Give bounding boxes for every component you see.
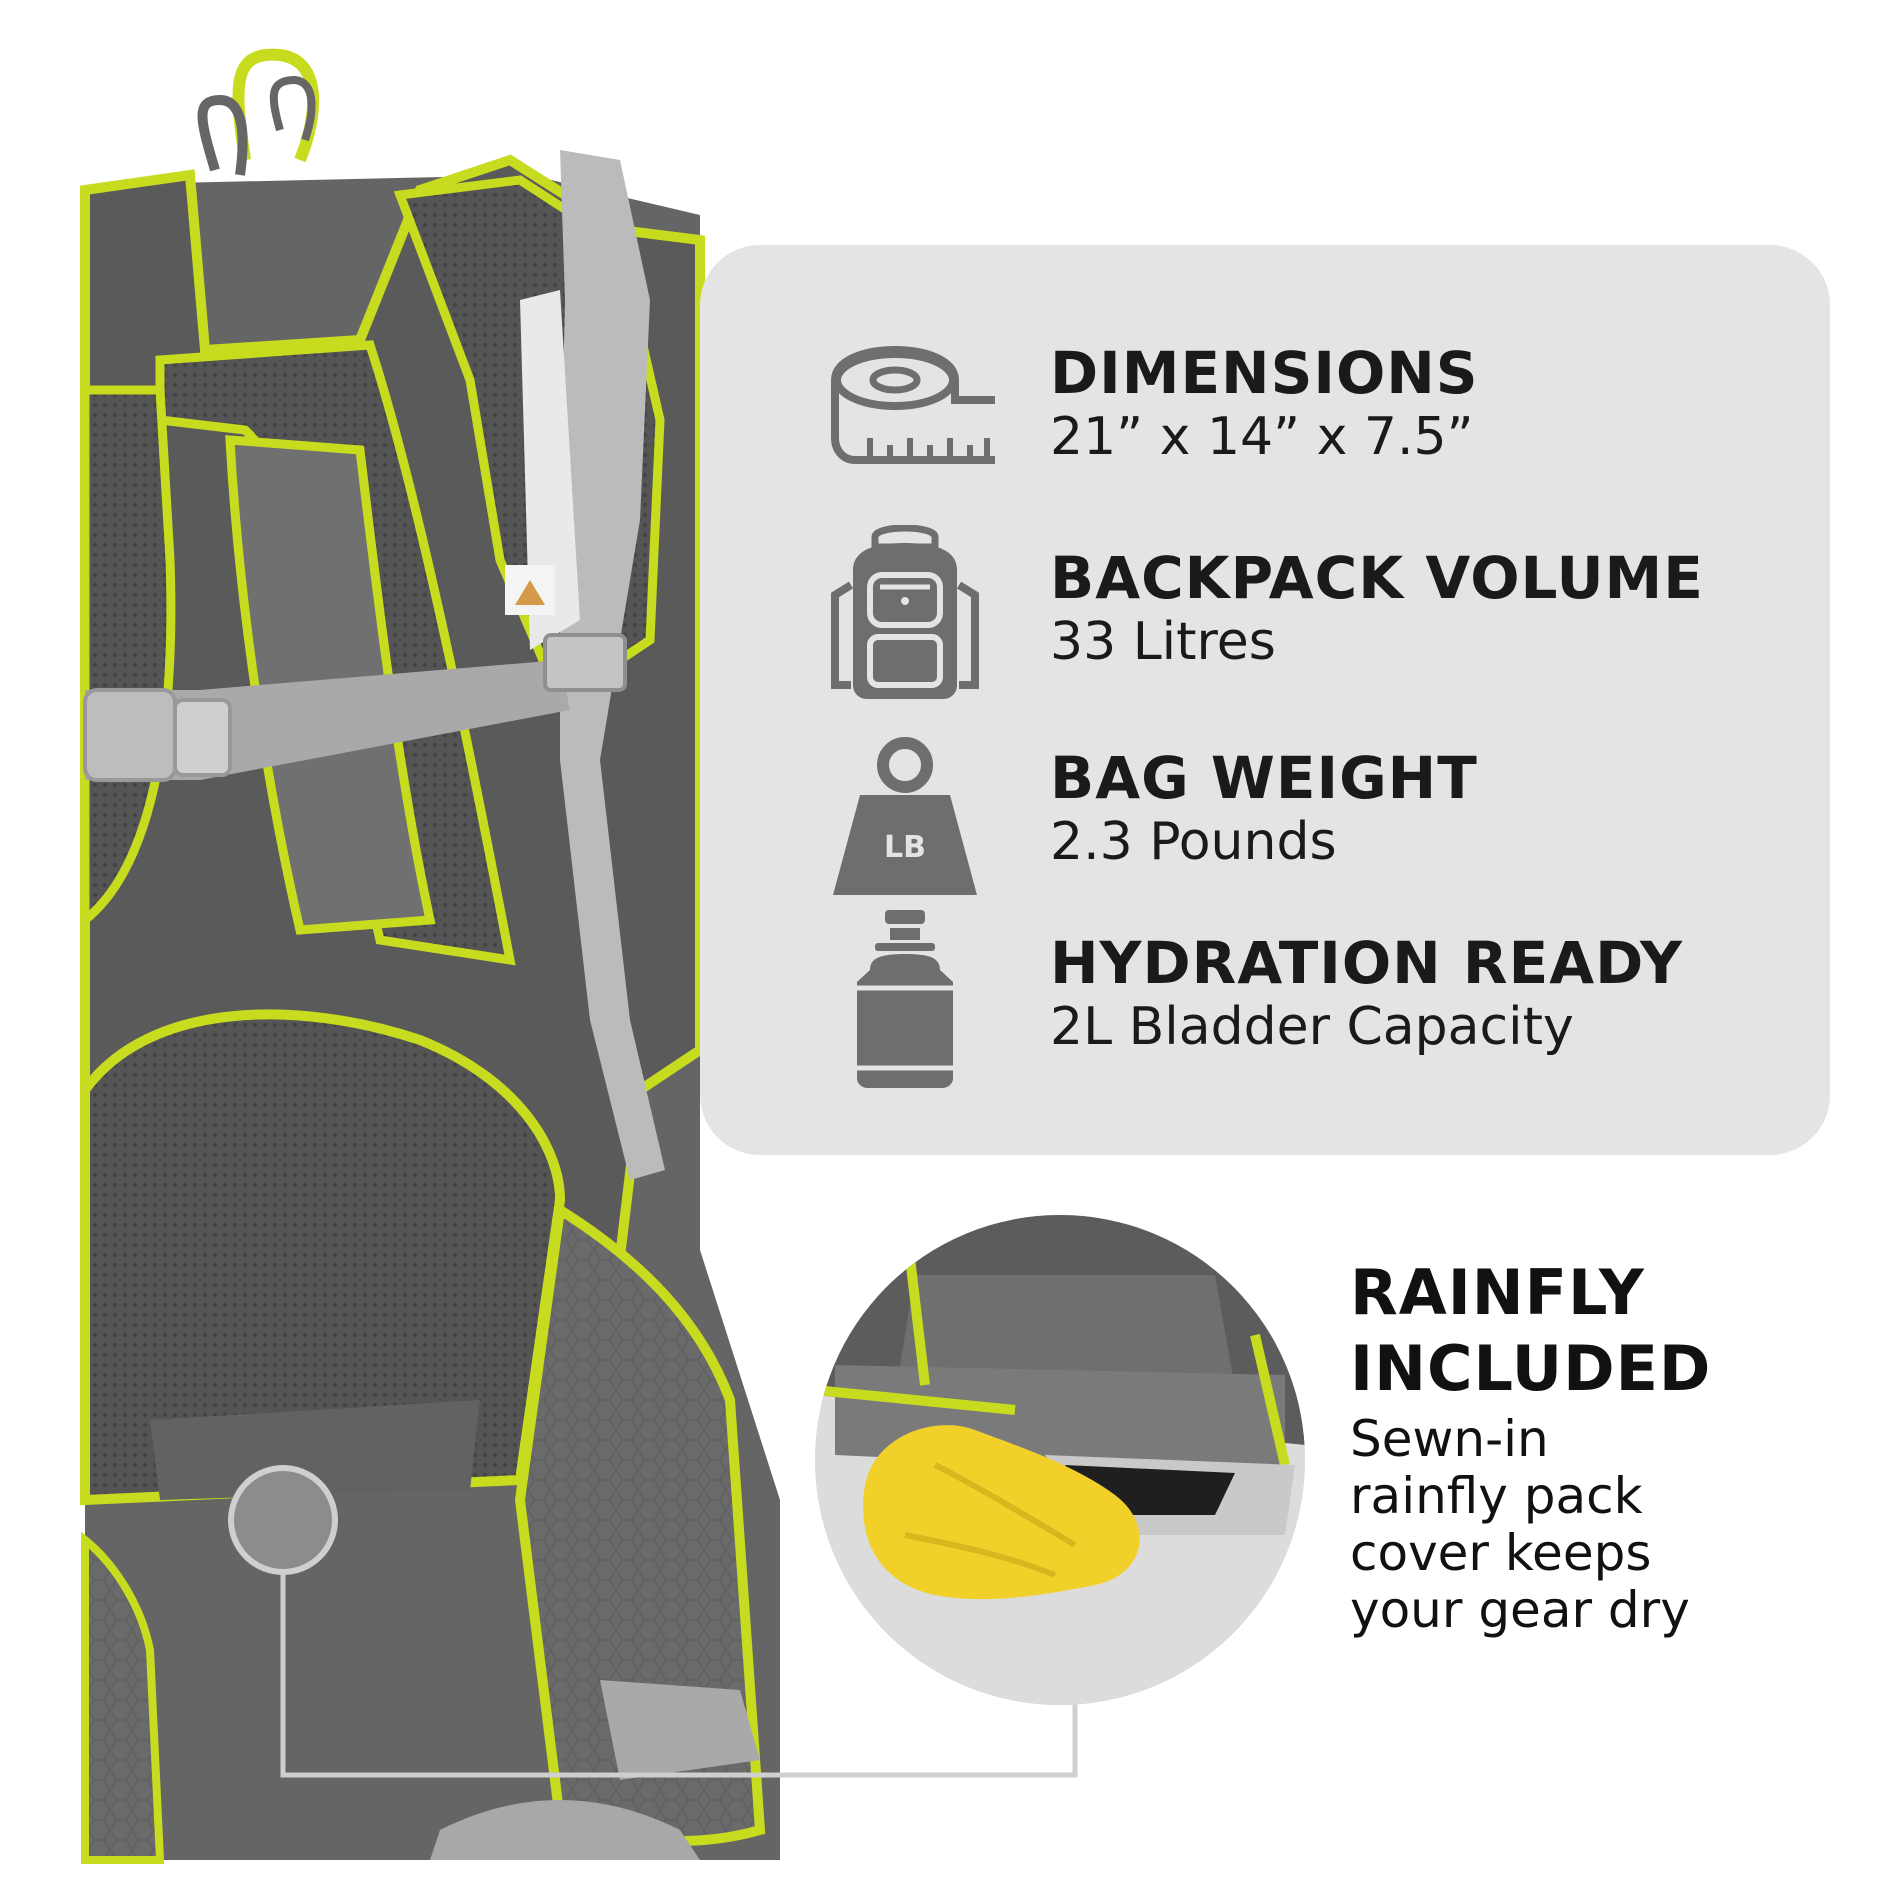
rainfly-title-line1: RAINFLY	[1350, 1256, 1645, 1329]
specs-panel: DIMENSIONS 21” x 14” x 7.5” BACKPACK VOL…	[700, 245, 1830, 1155]
spec-title: DIMENSIONS	[1050, 339, 1479, 407]
spec-title: HYDRATION READY	[1050, 929, 1684, 997]
rainfly-detail-image	[815, 1215, 1305, 1705]
rainfly-desc-line: rainfly pack	[1350, 1467, 1643, 1525]
spec-value: 21” x 14” x 7.5”	[1050, 407, 1474, 467]
spec-weight: LB BAG WEIGHT 2.3 Pounds	[700, 725, 1830, 925]
spec-value: 2L Bladder Capacity	[1050, 997, 1574, 1057]
spec-dimensions: DIMENSIONS 21” x 14” x 7.5”	[700, 320, 1830, 520]
spec-value: 33 Litres	[1050, 612, 1276, 672]
rainfly-description: Sewn-in rainfly pack cover keeps your ge…	[1350, 1411, 1711, 1639]
rainfly-desc-line: cover keeps	[1350, 1524, 1652, 1582]
backpack-icon	[831, 525, 979, 699]
spec-hydration: HYDRATION READY 2L Bladder Capacity	[700, 910, 1830, 1110]
spec-value: 2.3 Pounds	[1050, 812, 1337, 872]
rainfly-feature: RAINFLY INCLUDED Sewn-in rainfly pack co…	[1350, 1255, 1711, 1639]
spec-title: BACKPACK VOLUME	[1050, 544, 1704, 612]
rainfly-desc-line: your gear dry	[1350, 1581, 1690, 1639]
water-bottle-icon	[857, 910, 953, 1088]
backpack-image	[80, 48, 780, 1864]
weight-icon: LB	[833, 737, 977, 895]
weight-icon-label: LB	[884, 830, 926, 865]
spec-title: BAG WEIGHT	[1050, 744, 1478, 812]
measuring-tape-icon	[831, 345, 995, 464]
spec-volume: BACKPACK VOLUME 33 Litres	[700, 525, 1830, 725]
rainfly-title-line2: INCLUDED	[1350, 1332, 1712, 1405]
rainfly-desc-line: Sewn-in	[1350, 1410, 1549, 1468]
